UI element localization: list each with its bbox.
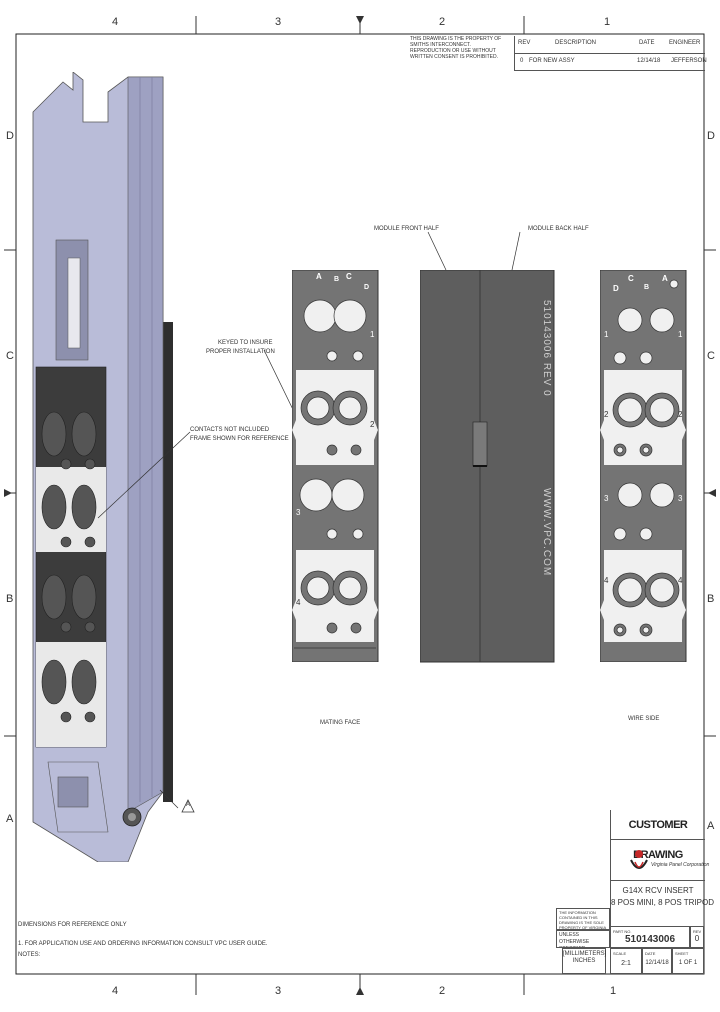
zone-bottom-2: 2 <box>439 985 446 997</box>
mating-face-view <box>292 270 379 662</box>
notes-heading: NOTES: <box>18 952 41 958</box>
wire-pos-2-right: 2 <box>678 410 683 419</box>
back-half-part-number: 510143006 REV 0 <box>541 300 552 397</box>
wire-pos-4-left: 4 <box>604 576 609 585</box>
frame-reference-label: FRAME SHOWN FOR REFERENCE <box>190 436 289 442</box>
description-value: FOR NEW ASSY <box>529 58 575 64</box>
zone-left-a: A <box>6 813 14 825</box>
zone-top-3: 3 <box>275 16 282 28</box>
mating-pos-4: 4 <box>296 598 301 607</box>
customer-drawing-heading: CUSTOMER DRAWING <box>611 810 705 861</box>
wire-pos-3-left: 3 <box>604 494 609 503</box>
title-line-1: G14X RCV INSERT <box>622 886 694 895</box>
wire-pos-1-left: 1 <box>604 330 609 339</box>
disclaimer-cell: THE INFORMATION CONTAINED IN THIS DRAWIN… <box>556 908 610 930</box>
description-header: DESCRIPTION <box>555 40 597 46</box>
rev-header: REV <box>518 40 531 46</box>
mating-letter-a: A <box>316 272 322 281</box>
zone-left-d: D <box>6 130 14 142</box>
notes-block: DIMENSIONS FOR REFERENCE ONLY 1. FOR APP… <box>18 922 318 959</box>
zone-bottom-3: 3 <box>275 985 282 997</box>
mating-face-label: MATING FACE <box>320 720 361 726</box>
zone-top-4: 4 <box>112 16 119 28</box>
part-info-block: THE INFORMATION CONTAINED IN THIS DRAWIN… <box>556 908 704 974</box>
title-block: CUSTOMER DRAWING Virginia Panel Corporat… <box>610 810 714 974</box>
note-application: 1. FOR APPLICATION USE AND ORDERING INFO… <box>18 941 268 947</box>
proper-installation-label: PROPER INSTALLATION <box>206 349 275 355</box>
contacts-not-included-label: CONTACTS NOT INCLUDED <box>190 427 270 433</box>
zone-right-b: B <box>707 593 715 605</box>
isometric-view <box>32 72 173 862</box>
zone-bottom-1: 1 <box>610 985 617 997</box>
wire-pos-1-right: 1 <box>678 330 683 339</box>
wire-side-view <box>600 270 687 662</box>
wire-pos-3-right: 3 <box>678 494 683 503</box>
date-header: DATE <box>639 40 655 46</box>
keyed-label: KEYED TO INSURE <box>218 340 273 346</box>
module-front-half-label: MODULE FRONT HALF <box>374 226 439 232</box>
wire-pos-4-right: 4 <box>678 576 683 585</box>
revision-table: REV DESCRIPTION DATE ENGINEER 0 FOR NEW … <box>514 36 707 71</box>
revision-note: THIS DRAWING IS THE PROPERTY OF SMITHS I… <box>410 36 502 60</box>
zone-right-d: D <box>707 130 715 142</box>
zone-bottom-4: 4 <box>112 985 119 997</box>
rev-cell: REV 0 <box>690 926 704 948</box>
mating-letter-c: C <box>346 272 352 281</box>
wire-letter-b: B <box>644 284 650 291</box>
units-box: [MILLIMETERS] INCHES <box>562 948 606 974</box>
engineer-value: JEFFERSON <box>671 58 707 64</box>
wire-letter-d: D <box>613 284 619 293</box>
title-line-2: 8 POS MINI, 8 POS TRIPOD <box>611 898 714 907</box>
mating-pos-2: 2 <box>370 420 375 429</box>
zone-left-b: B <box>6 593 14 605</box>
mating-pos-1: 1 <box>370 330 375 339</box>
wire-side-label: WIRE SIDE <box>628 716 660 722</box>
part-number-cell: PART NO. 510143006 <box>610 926 690 948</box>
date-cell: DATE 12/14/18 <box>642 948 672 974</box>
back-half-website: WWW.VPC.COM <box>541 488 552 577</box>
note-dimensions: DIMENSIONS FOR REFERENCE ONLY <box>18 922 127 928</box>
mating-letter-b: B <box>334 276 340 283</box>
date-value: 12/14/18 <box>637 58 661 64</box>
zone-right-c: C <box>707 350 715 362</box>
scale-cell: SCALE 2:1 <box>610 948 642 974</box>
vpc-logo-icon <box>630 850 648 869</box>
rev-value: 0 <box>520 58 524 64</box>
module-back-half-label: MODULE BACK HALF <box>528 226 589 232</box>
zone-left-c: C <box>6 350 14 362</box>
engineer-header: ENGINEER <box>669 40 701 46</box>
wire-letter-a: A <box>662 274 668 283</box>
note-marker: A <box>186 802 191 808</box>
part-number: 510143006 <box>624 934 676 945</box>
tolerance-cell: UNLESS OTHERWISE SPECIFIED <box>556 930 610 948</box>
wire-pos-2-left: 2 <box>604 410 609 419</box>
company-name: Virginia Panel Corporation <box>651 862 710 868</box>
zone-top-2: 2 <box>439 16 446 28</box>
zone-top-1: 1 <box>604 16 611 28</box>
side-view <box>420 270 555 663</box>
sheet-cell: SHEET 1 OF 1 <box>672 948 704 974</box>
zone-right-a: A <box>707 820 715 832</box>
wire-letter-c: C <box>628 274 634 283</box>
mating-pos-3: 3 <box>296 508 301 517</box>
mating-letter-d: D <box>364 284 370 291</box>
